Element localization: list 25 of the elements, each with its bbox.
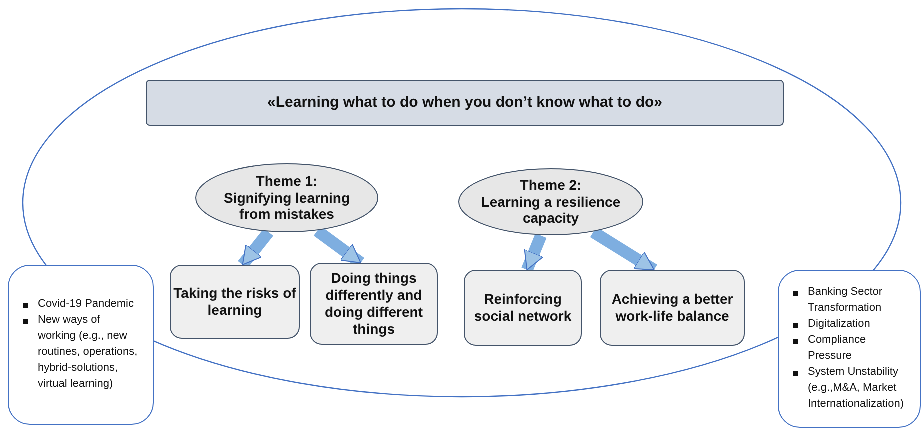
title-banner [146, 80, 784, 126]
bullet-text: Digitalization [808, 317, 870, 332]
bullet-text: Banking Sector Transformation [808, 285, 884, 316]
subtheme-label: Achieving a better work-life balance [610, 291, 734, 325]
context-note-box [778, 270, 921, 428]
banner-quote: «Learning what to do when you don’t know what to do» [268, 94, 662, 112]
subtheme-label: Reinforcing social network [473, 291, 573, 325]
theme-heading: Theme 2: [519, 176, 583, 194]
block-arrow [522, 234, 547, 272]
bullet-text: System Unstability (e.g.,M&A, Market Internationalization) [808, 364, 906, 412]
subtheme-label: Taking the risks of learning [172, 285, 298, 319]
subtheme-box [464, 270, 582, 346]
context-note-box [8, 265, 154, 425]
bullet-text: Compliance Pressure [808, 333, 868, 364]
bullet-text: Covid-19 Pandemic [38, 297, 134, 312]
theme-ellipse [195, 163, 379, 233]
theme-title: Signifying learning from mistakes [222, 190, 351, 224]
theme-title: Learning a resilience capacity [480, 194, 622, 228]
theme-ellipse [458, 168, 644, 236]
bullet-text: New ways of working (e.g., new routines, operations, hybrid-solutions, virtual learning) [38, 313, 139, 392]
subtheme-label: Doing things differently and doing different things [324, 270, 424, 338]
theme-heading: Theme 1: [255, 172, 319, 190]
subtheme-box [170, 265, 300, 339]
subtheme-box [600, 270, 745, 346]
subtheme-box [310, 263, 438, 345]
